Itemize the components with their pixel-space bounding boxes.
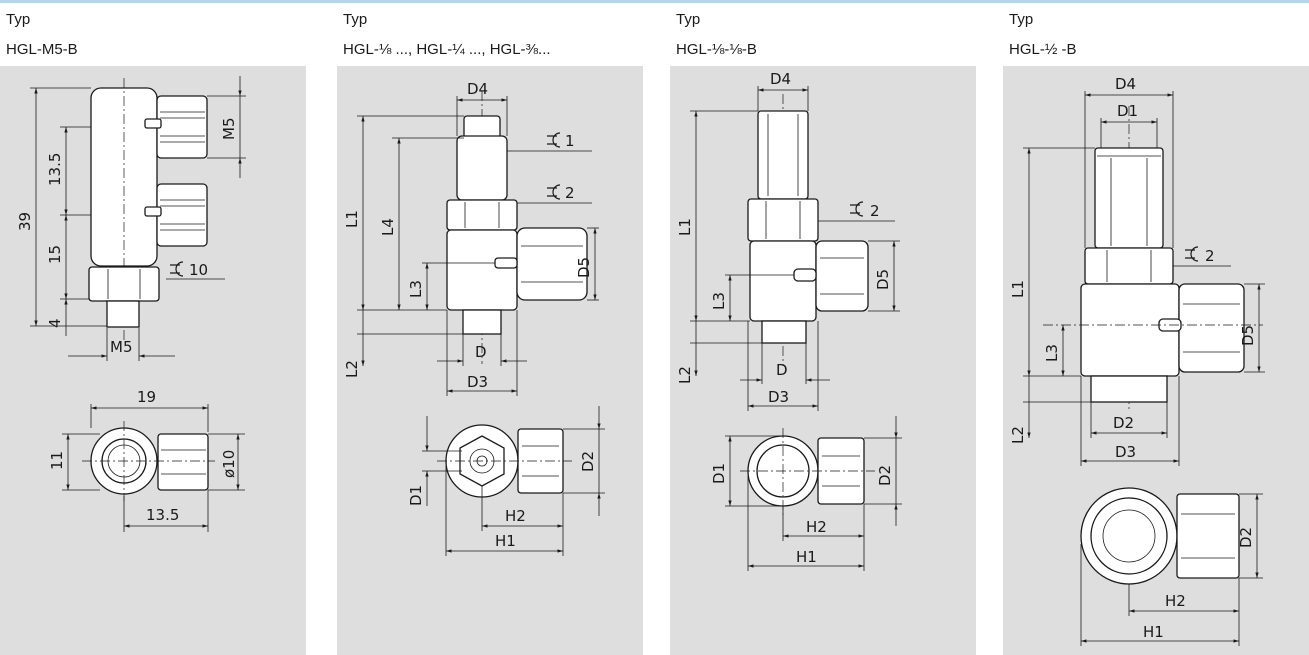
- side-port: [815, 240, 869, 312]
- technical-drawing: D4 D1 2 L1 L3 L2 D5 D2 D3: [1009, 75, 1265, 646]
- wrench-size-1: 1: [565, 132, 575, 150]
- dim-thread-bottom: M5: [110, 338, 133, 356]
- dim-13-5: 13.5: [46, 153, 64, 186]
- dim-L4: L4: [379, 218, 397, 236]
- dim-D4: D4: [770, 70, 791, 88]
- technical-drawing: D4 1 2 L1 L4 L3 L2 D5 D: [343, 80, 605, 556]
- wrench-size-2: 2: [870, 202, 880, 220]
- technical-drawing: D4 2 L1 L3 L2 D5 D D3: [676, 70, 902, 571]
- wrench-size-2: 2: [565, 184, 575, 202]
- dim-H1: H1: [1143, 623, 1164, 641]
- thread-stud: [106, 300, 140, 328]
- type-label: Typ: [1009, 11, 1034, 28]
- dim-15: 15: [46, 245, 64, 264]
- port-view-side: [157, 433, 209, 491]
- dim-D: D: [776, 361, 788, 379]
- hex-nut: [1084, 247, 1174, 285]
- dim-D3: D3: [1115, 443, 1136, 461]
- dim-D1: D1: [407, 485, 425, 506]
- panel-hgl-series: Typ HGL-⅛ ..., HGL-¼ ..., HGL-⅜... D4 1 …: [337, 3, 643, 655]
- valve-body: [446, 229, 518, 311]
- type-label: Typ: [676, 11, 701, 28]
- technical-drawing: 39 13.5 15 4 M5 10 M5: [16, 76, 246, 532]
- dim-D: D: [475, 343, 487, 361]
- dim-height: 11: [48, 451, 66, 470]
- wrench-size-icon: [547, 184, 561, 200]
- model-name: HGL-⅛ ..., HGL-¼ ..., HGL-⅜...: [343, 41, 551, 58]
- panel-header: Typ HGL-⅛ ..., HGL-¼ ..., HGL-⅜...: [337, 3, 643, 66]
- panel-header: Typ HGL-M5-B: [0, 3, 306, 66]
- wrench-size-icon: [1185, 246, 1199, 262]
- panel-header: Typ HGL-½ -B: [1003, 3, 1309, 66]
- dim-L2: L2: [1009, 426, 1027, 444]
- wrench-size-2: 2: [1205, 247, 1215, 265]
- dim-D5: D5: [1239, 325, 1257, 346]
- dim-width: 19: [137, 388, 156, 406]
- dim-4: 4: [46, 318, 64, 328]
- dim-offset: 13.5: [146, 506, 179, 524]
- drawing-area: [670, 66, 976, 655]
- model-name: HGL-½ -B: [1009, 41, 1077, 58]
- type-label: Typ: [6, 11, 31, 28]
- model-name: HGL-⅛-⅛-B: [676, 41, 757, 58]
- top-accent-bar: [0, 0, 1309, 3]
- port-lower: [156, 183, 208, 247]
- dim-H2: H2: [806, 518, 827, 536]
- dim-D4: D4: [467, 80, 488, 98]
- dim-D5: D5: [575, 257, 593, 278]
- adjusting-knob: [463, 115, 501, 139]
- dim-overall: 39: [16, 212, 34, 231]
- dim-L2: L2: [676, 366, 694, 384]
- dim-H2: H2: [505, 507, 526, 525]
- panel-hgl-18-18-b: Typ HGL-⅛-⅛-B D4 2 L1 L3 L2: [670, 3, 976, 655]
- dim-D4: D4: [1115, 75, 1136, 93]
- dim-L2: L2: [343, 360, 361, 378]
- panel-hgl-12-b: Typ HGL-½ -B D4 D1 2 L1 L3: [1003, 3, 1309, 655]
- dim-L3: L3: [710, 292, 728, 310]
- upper-body: [456, 135, 508, 201]
- dim-D1: D1: [1117, 102, 1138, 120]
- dim-D2-side: D2: [1237, 527, 1255, 548]
- dim-H1: H1: [495, 532, 516, 550]
- upper-body: [757, 110, 809, 200]
- dim-D3: D3: [467, 373, 488, 391]
- wrench-size-icon: [850, 201, 864, 217]
- thread-stud: [462, 309, 502, 335]
- hex-nut: [88, 266, 160, 302]
- dim-L3: L3: [407, 280, 425, 298]
- hex-nut: [747, 198, 819, 242]
- port-view-side: [1176, 493, 1240, 579]
- model-name: HGL-M5-B: [6, 41, 78, 58]
- hex-nut: [446, 199, 518, 231]
- dim-diameter: ø10: [220, 450, 238, 478]
- wrench-size-icon: [170, 261, 184, 277]
- upper-body: [1094, 147, 1164, 249]
- dim-H1: H1: [796, 548, 817, 566]
- type-label: Typ: [343, 11, 368, 28]
- dim-L1: L1: [1009, 280, 1027, 298]
- wrench-size-icon: [547, 132, 561, 148]
- wrench-size: 10: [189, 261, 208, 279]
- dim-D3: D3: [768, 388, 789, 406]
- dim-H2: H2: [1165, 592, 1186, 610]
- thread-stud: [761, 320, 807, 344]
- dim-L1: L1: [343, 210, 361, 228]
- dim-D2: D2: [1113, 414, 1134, 432]
- side-port: [1178, 283, 1245, 373]
- dim-thread-top: M5: [220, 118, 238, 141]
- panel-header: Typ HGL-⅛-⅛-B: [670, 3, 976, 66]
- dim-D1: D1: [710, 463, 728, 484]
- dim-L3: L3: [1043, 344, 1061, 362]
- dim-D2: D2: [876, 465, 894, 486]
- dim-L1: L1: [676, 218, 694, 236]
- dim-D5: D5: [874, 269, 892, 290]
- panel-hgl-m5-b: Typ HGL-M5-B 39 13.5 15 4: [0, 3, 306, 655]
- thread-stud: [1090, 375, 1168, 403]
- port-upper: [156, 95, 208, 159]
- dim-D2: D2: [579, 451, 597, 472]
